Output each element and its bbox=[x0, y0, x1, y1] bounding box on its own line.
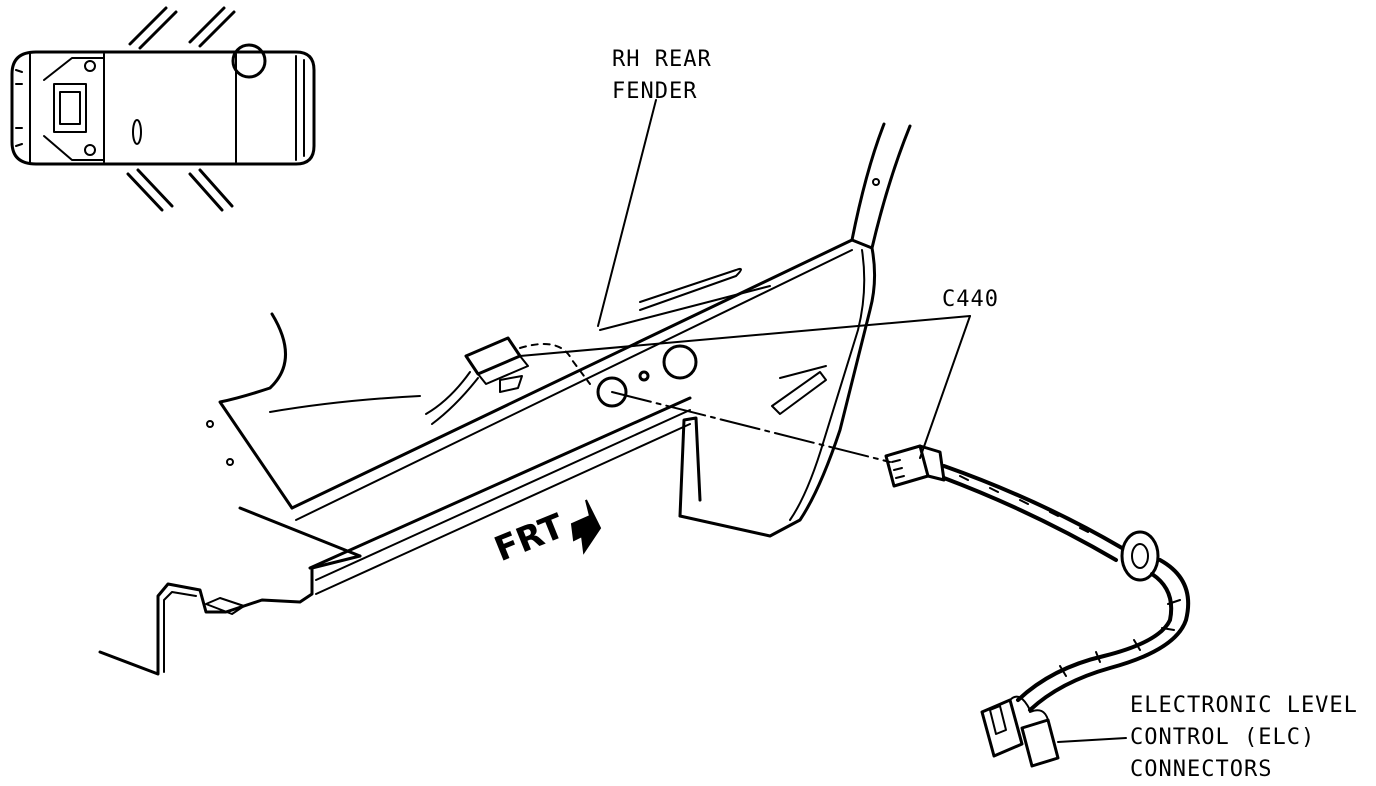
elc-harness bbox=[884, 444, 1191, 768]
rear-fender-label-line2: FENDER bbox=[612, 79, 698, 104]
leader-lines bbox=[519, 99, 1127, 743]
elc-label-line3: CONNECTORS bbox=[1130, 757, 1273, 782]
c440-label: C440 bbox=[942, 287, 999, 312]
rear-fender-panel bbox=[206, 122, 912, 595]
lower-bracket bbox=[98, 554, 362, 676]
vehicle-locator-inset bbox=[10, 6, 316, 212]
elc-connectors-label: ELECTRONIC LEVEL CONTROL (ELC) CONNECTOR… bbox=[1130, 690, 1358, 786]
rear-fender-label-line1: RH REAR bbox=[612, 47, 712, 72]
front-arrow-icon bbox=[570, 499, 602, 555]
elc-label-line2: CONTROL (ELC) bbox=[1130, 725, 1316, 750]
rear-fender-label: RH REAR FENDER bbox=[612, 44, 712, 108]
elc-label-line1: ELECTRONIC LEVEL bbox=[1130, 693, 1358, 718]
c440-body-connector bbox=[425, 336, 591, 425]
